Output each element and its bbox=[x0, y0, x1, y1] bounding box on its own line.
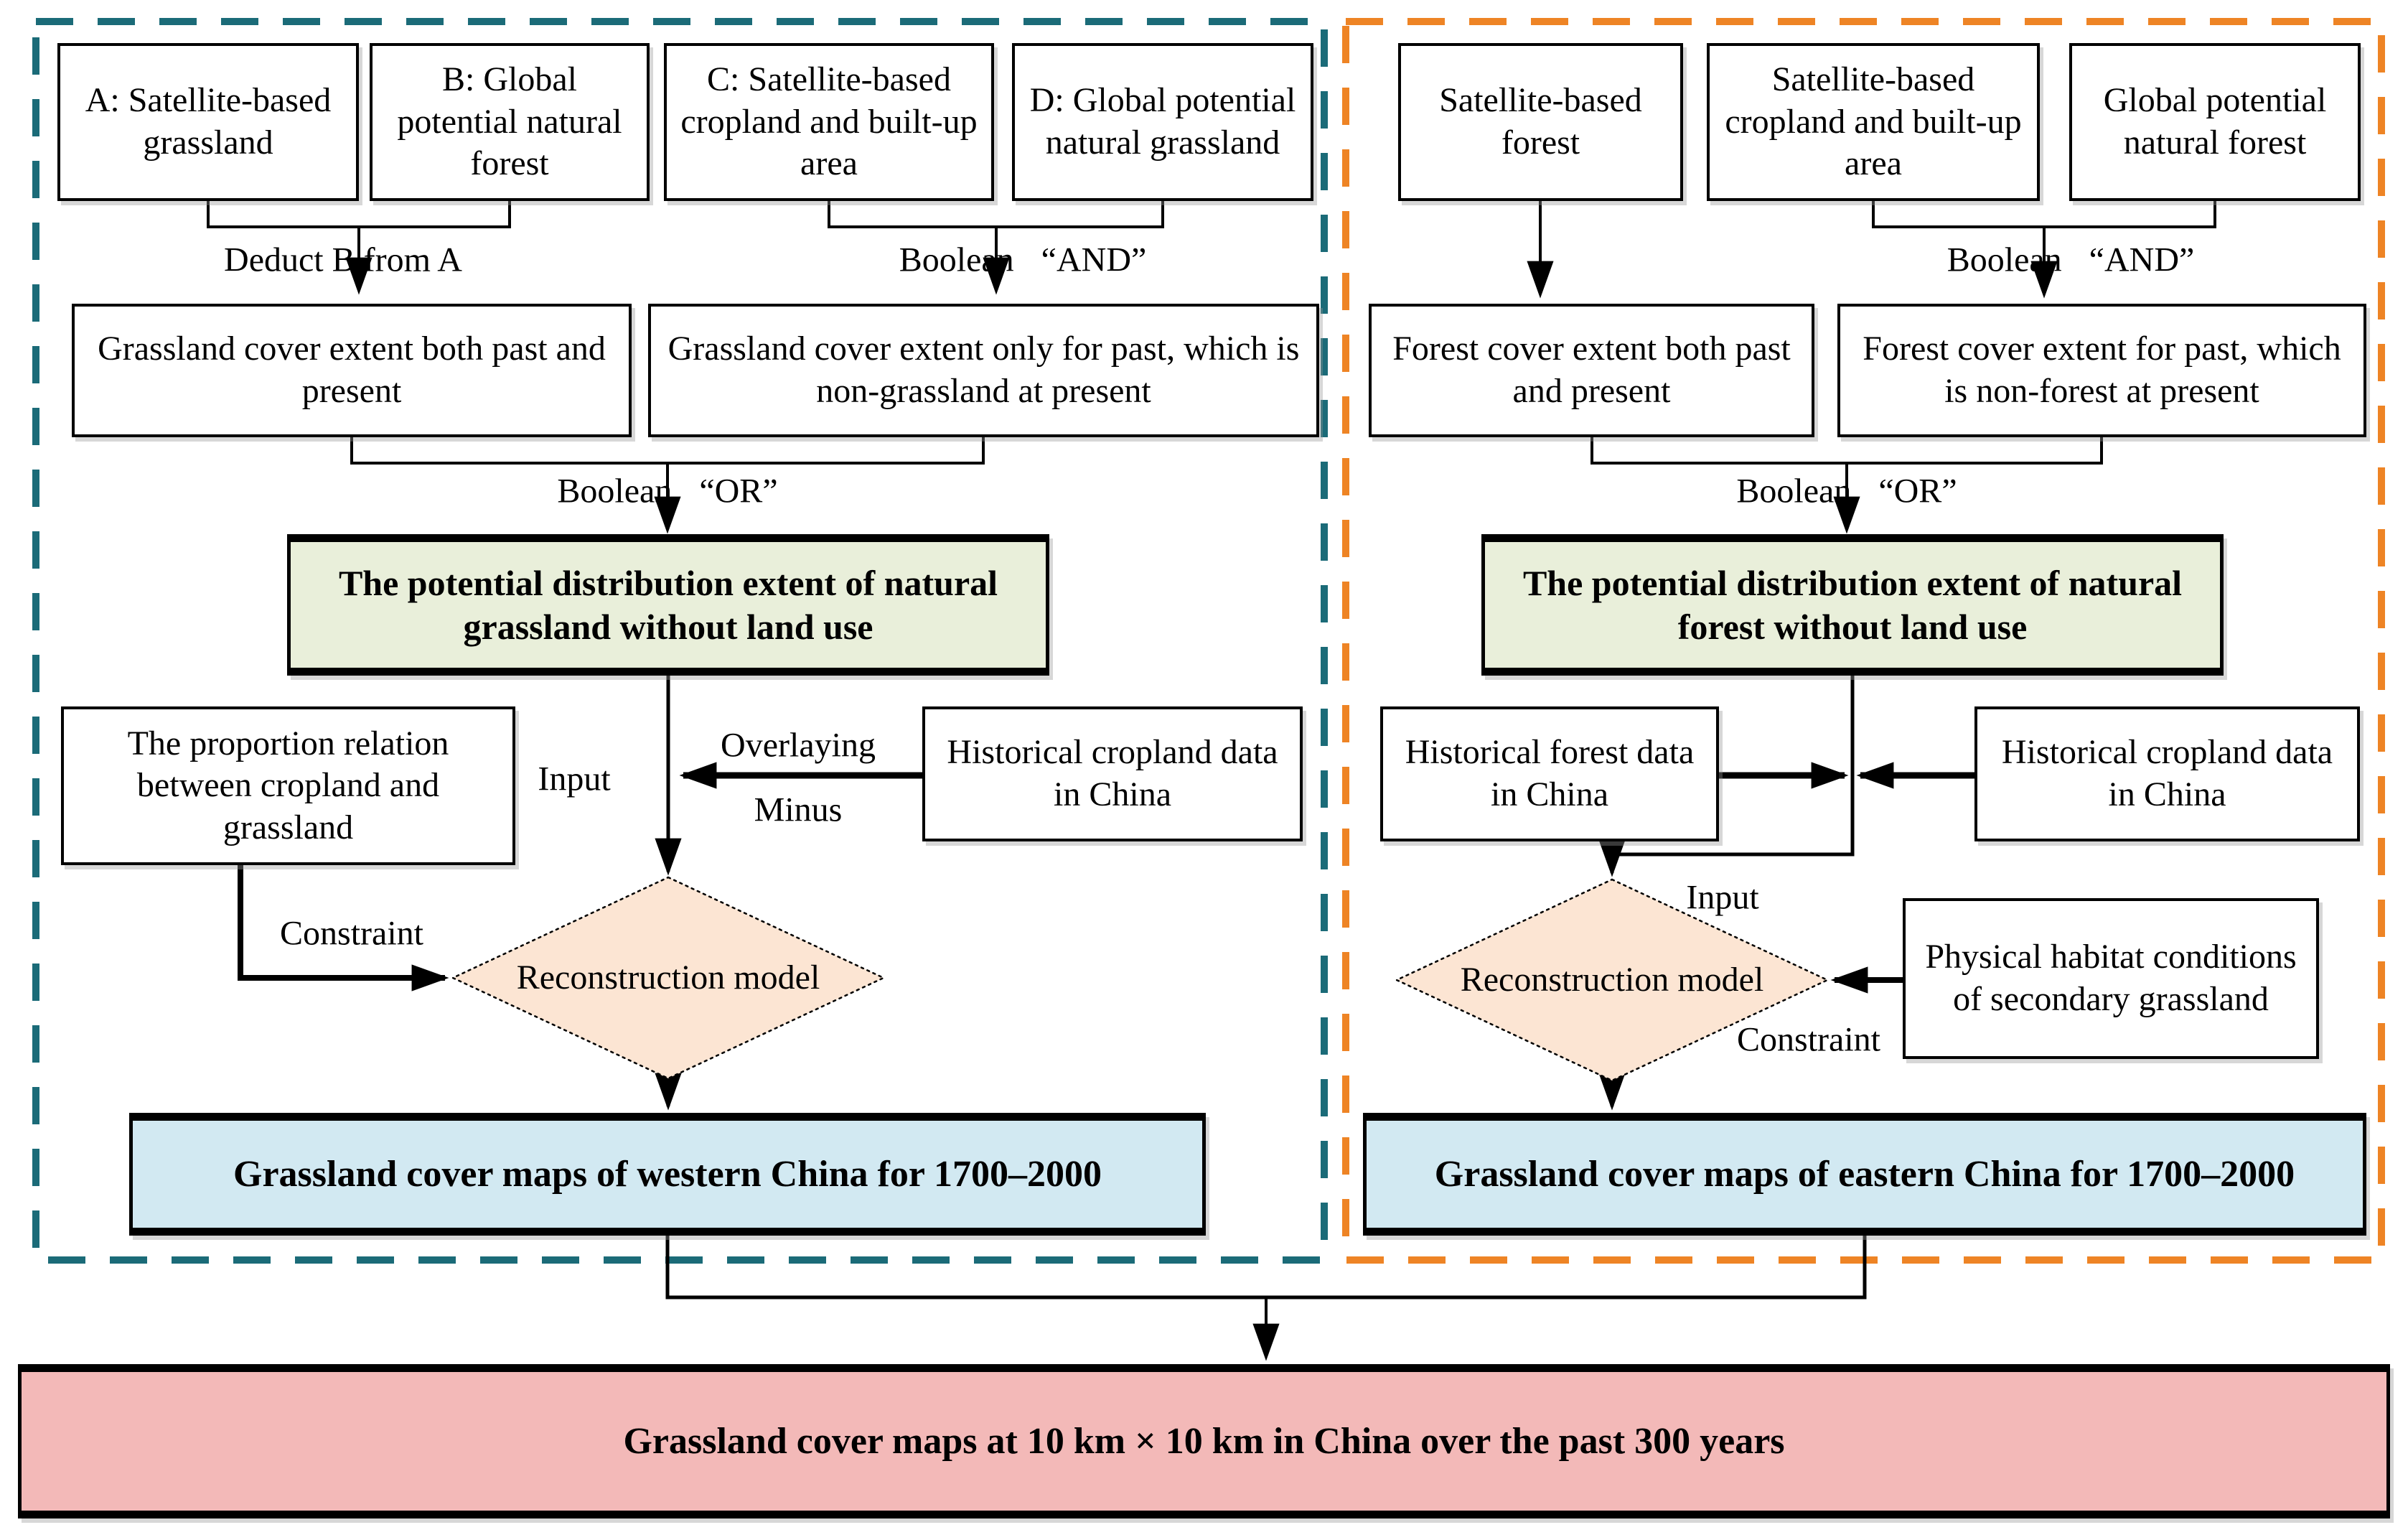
west-connectors bbox=[207, 201, 1164, 1111]
potential-extent-box-grassland: The potential distribution extent of nat… bbox=[287, 534, 1049, 676]
physical-habitat-box: Physical habitat conditions of secondary… bbox=[1903, 898, 2319, 1059]
source-box-satellite-cropland-east: Satellite-based cropland and built-up ar… bbox=[1707, 43, 2040, 201]
proportion-relation-box: The proportion relation between cropland… bbox=[61, 706, 515, 865]
constraint-label-east: Constraint bbox=[1737, 1020, 1880, 1059]
merge-line-results bbox=[665, 1236, 1867, 1300]
source-box-global-natural-forest: B: Global potential natural forest bbox=[370, 43, 650, 201]
arrow-constraint-west bbox=[238, 865, 449, 992]
extent-box-forest-past-only: Forest cover extent for past, which is n… bbox=[1837, 304, 2366, 437]
merge-line-east-sources bbox=[1872, 201, 2216, 228]
merge-line-cd bbox=[828, 201, 1164, 228]
operator-label-and-east: Boolean “AND” bbox=[1946, 241, 2195, 279]
reconstruction-model-text-west: Reconstruction model bbox=[516, 958, 820, 997]
extent-box-grassland-past-only: Grassland cover extent only for past, wh… bbox=[648, 304, 1319, 437]
input-label-east: Input bbox=[1686, 878, 1759, 917]
extent-box-grassland-both: Grassland cover extent both past and pre… bbox=[72, 304, 632, 437]
final-connectors bbox=[665, 1236, 1867, 1361]
arrow-input-east bbox=[1598, 676, 1855, 877]
operator-label-deduct: Deduct B from A bbox=[224, 241, 462, 279]
source-box-satellite-cropland-west: C: Satellite-based cropland and built-up… bbox=[664, 43, 994, 201]
input-label-west: Input bbox=[538, 760, 611, 798]
operator-label-and-west: Boolean “AND” bbox=[899, 241, 1147, 279]
east-connectors bbox=[1527, 201, 2216, 1111]
reconstruction-model-text-east: Reconstruction model bbox=[1460, 961, 1764, 999]
historical-cropland-box-west: Historical cropland data in China bbox=[922, 706, 1303, 841]
historical-cropland-box-east: Historical cropland data in China bbox=[1974, 706, 2360, 841]
constraint-label-west: Constraint bbox=[280, 914, 423, 953]
source-box-satellite-forest: Satellite-based forest bbox=[1398, 43, 1683, 201]
reconstruction-model-diamond-west bbox=[451, 876, 886, 1080]
historical-forest-box: Historical forest data in China bbox=[1380, 706, 1719, 841]
minus-label: Minus bbox=[754, 790, 843, 829]
merge-line-ab bbox=[207, 201, 511, 228]
west-panel-border bbox=[32, 18, 1328, 1264]
source-box-global-natural-grassland: D: Global potential natural grassland bbox=[1012, 43, 1313, 201]
reconstruction-model-diamond-east bbox=[1395, 878, 1830, 1082]
merge-line-extents-west bbox=[350, 437, 985, 465]
merge-line-extents-east bbox=[1591, 437, 2103, 465]
operator-label-or-west: Boolean “OR” bbox=[557, 472, 778, 510]
operator-label-or-east: Boolean “OR” bbox=[1736, 472, 1957, 510]
overlaying-label: Overlaying bbox=[721, 726, 876, 765]
result-box-eastern-china: Grassland cover maps of eastern China fo… bbox=[1363, 1113, 2366, 1236]
result-box-western-china: Grassland cover maps of western China fo… bbox=[129, 1113, 1206, 1236]
source-box-satellite-grassland: A: Satellite-based grassland bbox=[57, 43, 359, 201]
source-box-global-potential-forest: Global potential natural forest bbox=[2069, 43, 2361, 201]
potential-extent-box-forest: The potential distribution extent of nat… bbox=[1481, 534, 2224, 676]
final-output-box: Grassland cover maps at 10 km × 10 km in… bbox=[18, 1364, 2390, 1518]
extent-box-forest-both: Forest cover extent both past and presen… bbox=[1369, 304, 1814, 437]
